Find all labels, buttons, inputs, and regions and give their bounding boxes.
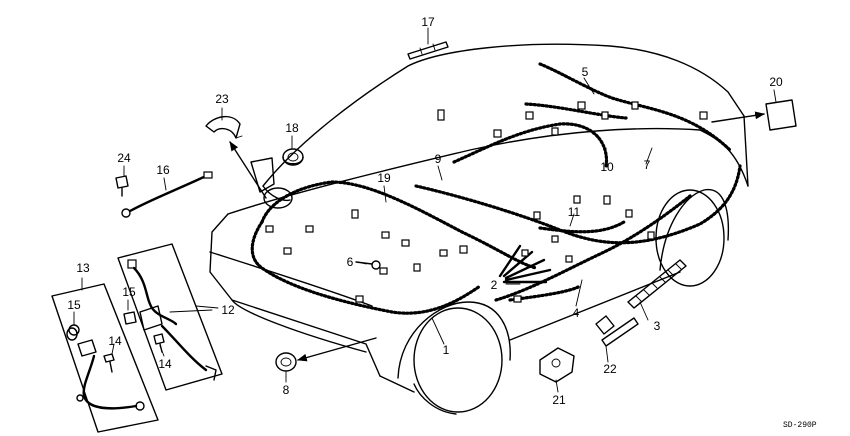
harness-connectors <box>265 101 708 303</box>
callout-4: 4 <box>573 306 580 320</box>
part-20-panel <box>711 99 797 131</box>
callout-1: 1 <box>443 343 450 357</box>
part-21-block <box>539 347 575 383</box>
callout-10: 10 <box>600 160 614 174</box>
part-18-grommet <box>282 148 304 166</box>
callout-15b: 15 <box>122 285 136 299</box>
callout-12: 12 <box>221 303 235 317</box>
main-harness <box>250 62 742 315</box>
callout-6: 6 <box>347 255 354 269</box>
callout-21: 21 <box>552 393 566 407</box>
part-8-grommet <box>275 337 377 372</box>
part-15-nuts <box>68 311 137 336</box>
callout-8: 8 <box>283 383 290 397</box>
callout-24: 24 <box>117 151 131 165</box>
part-12-assembly <box>117 243 223 391</box>
callout-14b: 14 <box>158 357 172 371</box>
callout-11: 11 <box>568 205 581 219</box>
callout-18: 18 <box>285 121 299 135</box>
callout-15a: 15 <box>67 298 81 312</box>
part-3-strip <box>627 259 687 309</box>
drawing-code: SD-290P <box>783 421 817 430</box>
car-body <box>209 43 749 415</box>
part-23-clip <box>205 116 293 209</box>
callout-14a: 14 <box>108 334 122 348</box>
callout-20: 20 <box>769 75 783 89</box>
callout-9: 9 <box>435 152 442 166</box>
callout-17: 17 <box>421 15 435 29</box>
part-17-strip <box>407 41 449 60</box>
part-22-clip <box>595 315 639 347</box>
part-24-bolt <box>115 175 129 197</box>
leader-lines <box>73 27 777 393</box>
callout-22: 22 <box>603 362 617 376</box>
callout-7: 7 <box>644 158 651 172</box>
part-16-cable <box>121 171 213 218</box>
part-13-assembly <box>51 283 159 433</box>
callout-19: 19 <box>377 171 391 185</box>
callout-2: 2 <box>491 278 498 292</box>
callout-5: 5 <box>582 65 589 79</box>
callout-3: 3 <box>654 319 661 333</box>
callout-13: 13 <box>76 261 90 275</box>
callout-23: 23 <box>215 92 229 106</box>
callout-labels: 1 2 3 4 5 6 7 8 9 10 11 12 13 14 14 15 1… <box>67 15 783 407</box>
callout-16: 16 <box>156 163 170 177</box>
